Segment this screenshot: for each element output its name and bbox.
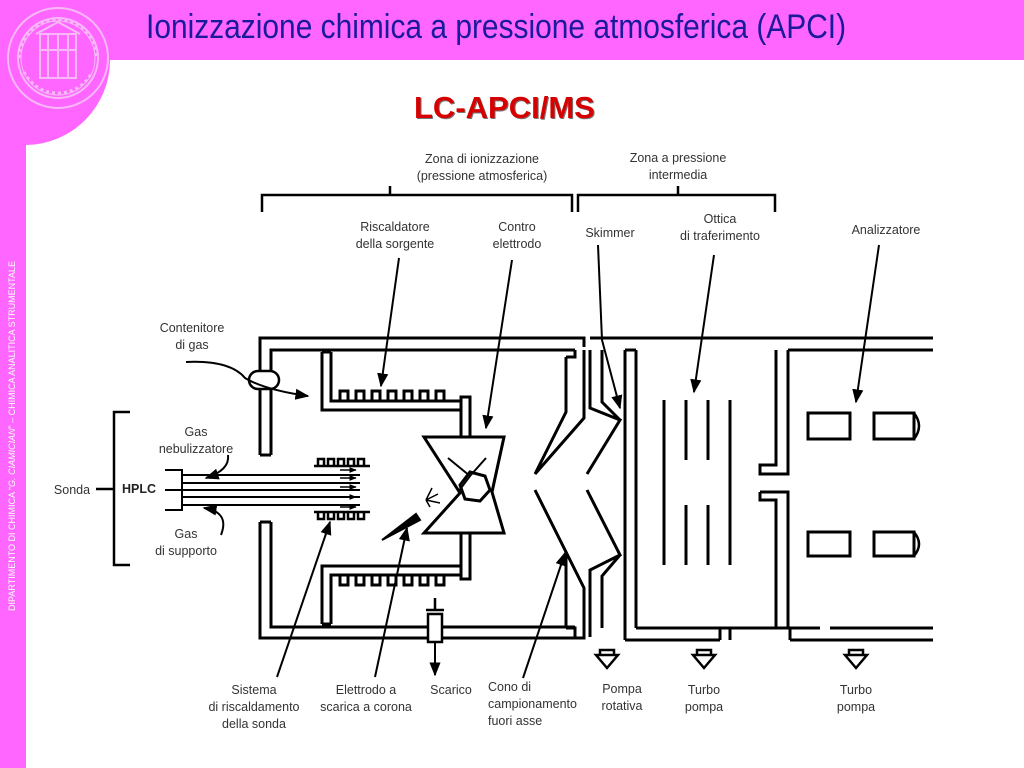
probe-assembly xyxy=(165,469,360,511)
probe-bracket xyxy=(96,410,130,567)
label-hplc: HPLC xyxy=(122,482,156,496)
label-probe-heating-sub: di riscaldamento xyxy=(208,700,299,714)
probe-flow-arrows xyxy=(340,467,357,510)
label-sampling-cone-sub2: fuori asse xyxy=(488,714,542,728)
label-source-heater: Riscaldatore xyxy=(360,220,430,234)
label-turbo-pump-1-sub: pompa xyxy=(685,700,723,714)
skimmer xyxy=(585,336,933,637)
university-seal-icon xyxy=(7,7,109,109)
heater-coils xyxy=(338,389,446,587)
label-intermediate-zone: Zona a pressione xyxy=(630,151,727,165)
label-sampling-cone-sub: campionamento xyxy=(488,697,577,711)
turbo-pump-arrow-2 xyxy=(842,648,870,670)
label-turbo-pump-2-sub: pompa xyxy=(837,700,875,714)
label-analyzer: Analizzatore xyxy=(852,223,921,237)
label-corona-electrode: Elettrodo a xyxy=(336,683,397,697)
discharge-sparks xyxy=(425,487,441,508)
corona-electrode xyxy=(381,512,422,541)
label-probe: Sonda xyxy=(54,483,90,497)
sampling-cone xyxy=(533,350,586,637)
label-rotary-pump: Pompa xyxy=(602,682,642,696)
label-ionization-zone-sub: (pressione atmosferica) xyxy=(417,169,548,183)
diagram-subtitle: LC-APCI/MS xyxy=(414,90,595,125)
label-pointers xyxy=(185,244,880,679)
label-probe-heating-sub2: della sonda xyxy=(222,717,286,731)
label-turbo-pump-1: Turbo xyxy=(688,683,720,697)
vacuum-chamber-walls xyxy=(623,348,933,642)
label-rotary-pump-sub: rotativa xyxy=(602,699,643,713)
label-counter-electrode: Contro xyxy=(498,220,536,234)
label-turbo-pump-2: Turbo xyxy=(840,683,872,697)
label-sampling-cone: Cono di xyxy=(488,680,531,694)
transfer-optics xyxy=(662,400,732,565)
ionization-zone-bracket xyxy=(260,186,574,212)
label-intermediate-zone-sub: intermedia xyxy=(649,168,707,182)
label-gas-container: Contenitore xyxy=(160,321,225,335)
turbo-pump-arrow-1 xyxy=(690,648,718,670)
probe-heater-coils xyxy=(314,457,370,521)
page-title: Ionizzazione chimica a pressione atmosfe… xyxy=(146,8,847,46)
analyzer-rods xyxy=(806,411,916,558)
label-corona-electrode-sub: scarica a corona xyxy=(320,700,412,714)
label-nebulizer-gas-sub: nebulizzatore xyxy=(159,442,233,456)
label-transfer-optics-sub: di traferimento xyxy=(680,229,760,243)
label-source-heater-sub: della sorgente xyxy=(356,237,435,251)
label-support-gas-sub: di supporto xyxy=(155,544,217,558)
sampling-cone-wall xyxy=(566,350,577,637)
label-support-gas: Gas xyxy=(175,527,198,541)
label-skimmer: Skimmer xyxy=(585,226,634,240)
rotary-pump-arrow xyxy=(593,648,621,670)
source-housing xyxy=(258,336,586,640)
label-nebulizer-gas: Gas xyxy=(185,425,208,439)
label-probe-heating: Sistema xyxy=(231,683,276,697)
label-gas-container-sub: di gas xyxy=(175,338,208,352)
label-ionization-zone: Zona di ionizzazione xyxy=(425,152,539,166)
label-drain: Scarico xyxy=(430,683,472,697)
intermediate-zone-bracket xyxy=(576,186,777,212)
label-transfer-optics: Ottica xyxy=(704,212,737,226)
label-counter-electrode-sub: elettrodo xyxy=(493,237,542,251)
drain-valve xyxy=(426,598,444,644)
